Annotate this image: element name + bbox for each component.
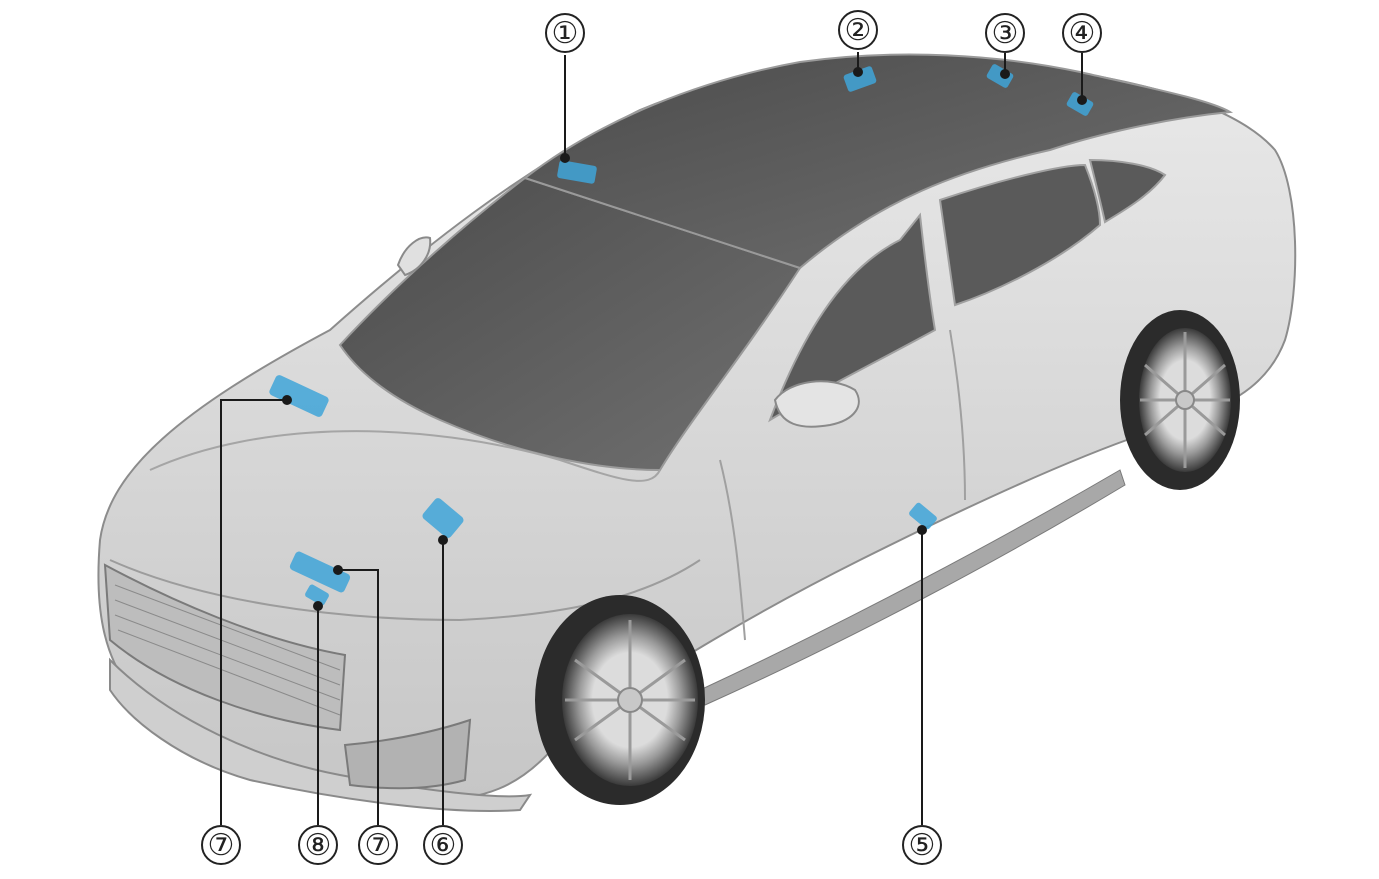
side-skirt: [699, 469, 1126, 706]
callout-7a-label: ⑦: [208, 828, 235, 863]
hood-crease: [149, 430, 661, 482]
callout-7b: ⑦: [358, 825, 398, 865]
callouts: ① ② ③ ④ ⑤ ⑥ ⑦ ⑧: [201, 10, 1102, 865]
marker-6: [422, 498, 464, 538]
callout-1: ①: [545, 13, 585, 53]
left-mirror: [396, 236, 432, 277]
rear-side-window: [938, 163, 1102, 307]
callout-5: ⑤: [902, 825, 942, 865]
callout-4-label: ④: [1069, 16, 1096, 51]
hood-edge: [109, 559, 701, 622]
marker-8: [305, 584, 329, 606]
leader-1-dot: [560, 153, 570, 163]
car-body: [97, 53, 1297, 812]
markers: [269, 64, 1094, 606]
callout-6-label: ⑥: [430, 828, 457, 863]
callout-7b-label: ⑦: [365, 828, 392, 863]
marker-7b: [289, 551, 351, 593]
front-wheel: [535, 595, 705, 805]
windshield: [338, 176, 802, 472]
front-side-window: [768, 212, 937, 423]
door-line-front: [719, 459, 746, 641]
callout-3: ③: [985, 13, 1025, 53]
leader-7b: [338, 569, 379, 825]
callout-7a: ⑦: [201, 825, 241, 865]
roof-glass: [522, 53, 1234, 270]
callout-3-label: ③: [992, 16, 1019, 51]
marker-7a: [269, 375, 329, 417]
front-grille: [103, 563, 347, 732]
callout-2-label: ②: [845, 13, 872, 48]
front-bumper: [109, 657, 533, 812]
callout-8-label: ⑧: [305, 828, 332, 863]
leader-7a-dot: [282, 395, 292, 405]
callout-1-label: ①: [552, 16, 579, 51]
air-intake: [343, 718, 472, 790]
marker-5: [909, 502, 937, 530]
marker-3: [986, 64, 1014, 88]
leader-5-dot: [917, 525, 927, 535]
door-line-rear: [949, 329, 966, 501]
leader-3-dot: [1000, 69, 1010, 79]
callout-5-label: ⑤: [909, 828, 936, 863]
callout-6: ⑥: [423, 825, 463, 865]
leader-6-dot: [438, 535, 448, 545]
callout-2: ②: [838, 10, 878, 50]
rear-wheel: [1120, 310, 1240, 490]
leader-2-dot: [853, 67, 863, 77]
leader-8-dot: [313, 601, 323, 611]
grille-pattern: [114, 584, 341, 716]
marker-2: [843, 66, 877, 92]
leader-7a: [220, 399, 287, 825]
leader-lines: [220, 52, 1087, 825]
quarter-window: [1088, 158, 1167, 224]
marker-1: [557, 160, 597, 184]
callout-8: ⑧: [298, 825, 338, 865]
side-mirror: [773, 380, 860, 428]
leader-4-dot: [1077, 95, 1087, 105]
leader-7b-dot: [333, 565, 343, 575]
callout-4: ④: [1062, 13, 1102, 53]
